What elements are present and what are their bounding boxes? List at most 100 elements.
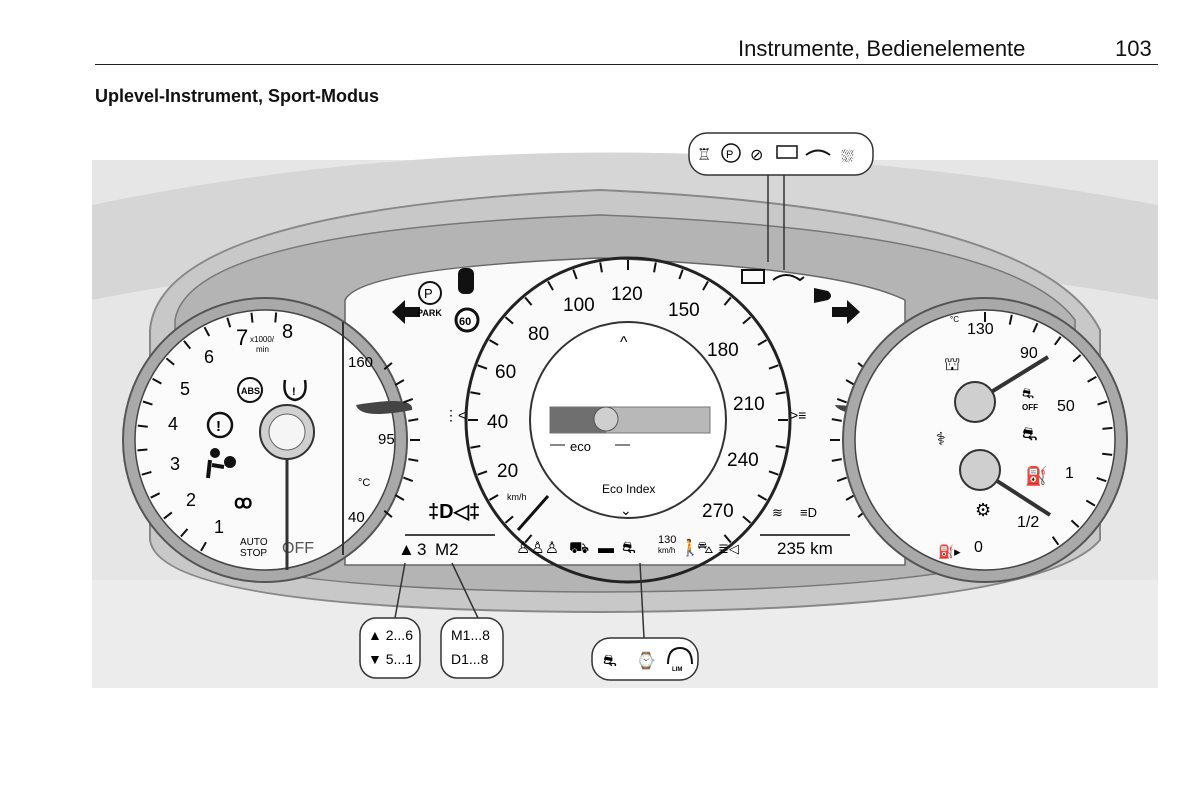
speed-label-80: 80 — [528, 324, 549, 345]
tick-mark — [524, 296, 533, 306]
mode-manual-range: M1...8 — [451, 627, 490, 643]
speedometer-arc — [464, 256, 792, 584]
glow-plug-icon: ꝏ — [234, 492, 252, 512]
oil-label-50: 50 — [1057, 398, 1075, 415]
door-open-icon: ⛫ — [944, 354, 961, 374]
page-number: 103 — [1115, 36, 1152, 61]
gear-up-range: ▲ 2...6 — [368, 627, 413, 643]
speed-limiter-icon — [667, 646, 693, 665]
tick-mark — [150, 492, 161, 499]
svg-text:⛐: ⛐ — [1022, 385, 1034, 401]
mode-callout-bubble — [440, 617, 504, 679]
svg-text:⊘: ⊘ — [750, 147, 763, 164]
auto-stop-top: AUTO — [240, 537, 268, 548]
tach-unit-top: x1000/ — [250, 335, 275, 344]
tick-mark — [775, 445, 786, 449]
gear-up-indicator: ▲ — [398, 540, 415, 559]
speed-label-20: 20 — [497, 461, 518, 482]
tach-label-8: 8 — [282, 321, 293, 343]
tick-mark — [547, 280, 554, 291]
section-subheading: Uplevel-Instrument, Sport-Modus — [95, 86, 380, 106]
coolant-temp-icon: ⛆ — [841, 149, 854, 166]
fuel-icon: ⛽ — [1025, 465, 1047, 486]
tach-label-4: 4 — [168, 414, 178, 434]
tick-mark — [142, 400, 153, 406]
tick-mark — [1072, 354, 1082, 363]
tick-mark — [653, 262, 657, 273]
oil-pressure-icon — [805, 149, 831, 156]
fuel-label-0: 0 — [974, 539, 983, 556]
svg-text:ABS: ABS — [241, 386, 260, 396]
speed-label-100: 100 — [563, 295, 595, 316]
front-fog-light-icon: ‡D◁‡ — [428, 501, 480, 523]
brake-fault-icon: ⊘ — [750, 147, 763, 164]
range-display: 235 km — [777, 539, 833, 558]
speed-label-240: 240 — [727, 450, 759, 471]
limit-right-marker: >≡ — [790, 407, 806, 423]
tick-mark — [845, 494, 856, 501]
svg-text:P: P — [424, 286, 433, 301]
svg-text:≋: ≋ — [772, 505, 783, 520]
tick-mark — [203, 326, 211, 337]
speed-limit-top: 130 — [658, 534, 676, 546]
tick-mark — [1008, 314, 1013, 325]
speed-label-40: 40 — [487, 412, 508, 433]
tick-mark — [470, 445, 481, 449]
tach-label-3: 3 — [170, 454, 180, 474]
tick-mark — [723, 296, 732, 306]
tick-mark — [572, 269, 578, 280]
tick-mark — [470, 391, 481, 395]
high-beam-icon — [814, 288, 831, 303]
battery-icon — [776, 145, 798, 159]
tick-mark — [394, 494, 405, 501]
limit-left-marker: ⋮< — [444, 407, 466, 423]
svg-text:≣◁: ≣◁ — [718, 541, 739, 556]
tick-mark — [599, 262, 603, 273]
tick-mark — [757, 494, 768, 501]
turn-left-icon — [392, 300, 420, 324]
eco-index-label: Eco Index — [602, 482, 655, 496]
tick-mark — [137, 424, 148, 428]
oil-label-130: 130 — [967, 321, 994, 338]
svg-text:⚙: ⚙ — [975, 500, 991, 520]
speed-label-180: 180 — [707, 340, 739, 361]
speed-label-60: 60 — [495, 362, 516, 383]
tick-mark — [1070, 519, 1080, 528]
tach-label-5: 5 — [180, 379, 190, 399]
temp-gauge-ticks — [383, 362, 420, 518]
header-rule — [95, 64, 1158, 65]
fuel-label-half: 1/2 — [1017, 514, 1039, 531]
speed-label-120: 120 — [611, 284, 643, 305]
tick-mark — [845, 379, 856, 386]
right-gauge-ticks — [984, 312, 1113, 546]
svg-text:⛽▸: ⛽▸ — [938, 544, 961, 559]
svg-text:P: P — [726, 149, 733, 161]
temp-needle — [356, 401, 413, 414]
speed-sign-icon: 60 — [454, 307, 480, 333]
tick-mark — [408, 418, 419, 422]
tachometer-hub-cap — [268, 413, 306, 451]
svg-text:!: ! — [292, 386, 296, 398]
temp-label-95: 95 — [378, 431, 395, 448]
speed-label-270: 270 — [702, 501, 734, 522]
tick-mark — [524, 534, 533, 544]
fuel-label-1: 1 — [1065, 465, 1074, 482]
tick-mark — [180, 528, 189, 538]
tachometer-ticks — [137, 312, 278, 552]
tick-mark — [163, 511, 173, 520]
tick-mark — [141, 470, 152, 476]
tick-mark — [836, 398, 847, 404]
oil-hub — [954, 381, 996, 423]
eco-index-marker — [593, 406, 619, 432]
brake-warning-icon: ! — [206, 411, 234, 439]
tick-mark — [757, 339, 768, 346]
tick-mark — [831, 458, 842, 462]
tick-mark — [200, 541, 207, 552]
svg-text:⛽: ⛽ — [1025, 465, 1047, 486]
tick-mark — [1053, 336, 1062, 346]
tick-mark — [742, 316, 752, 325]
tick-mark — [831, 418, 842, 422]
cruise-icon: ⌚ — [636, 651, 656, 670]
tick-mark — [504, 316, 514, 325]
